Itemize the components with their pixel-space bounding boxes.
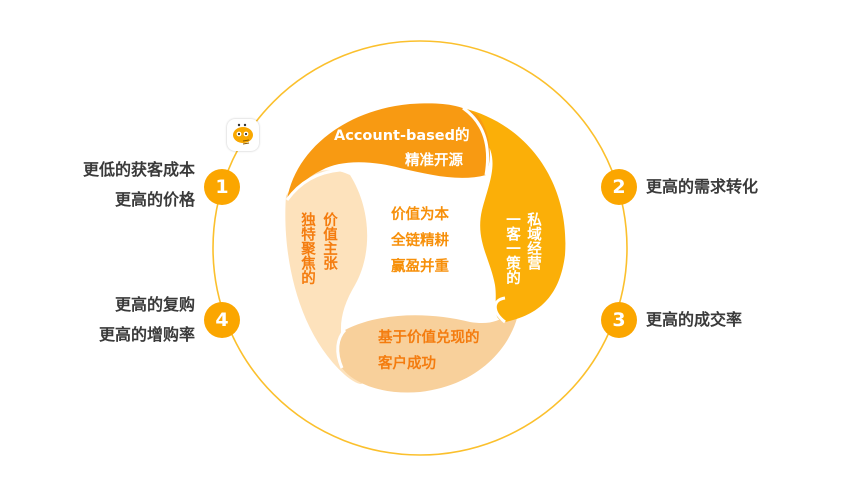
segment-right-col-1: 私域经营 (525, 212, 541, 270)
segment-top-line-1: Account-based的 (334, 128, 470, 144)
outer-item-4-text: 更高的复购 更高的增购率 (50, 290, 195, 350)
center-line-1: 价值为本 (391, 207, 449, 223)
outer-item-4-line-2: 更高的增购率 (98, 325, 195, 344)
segment-bottom-line-1: 基于价值兑现的 (378, 330, 480, 346)
segment-top-line-2: 精准开源 (405, 153, 463, 169)
badge-1: 1 (204, 169, 240, 205)
outer-ring (212, 40, 628, 456)
segment-left-col-2: 独特聚焦的 (299, 212, 315, 285)
segment-left (285, 170, 368, 385)
outer-item-1-line-2: 更高的价格 (114, 190, 195, 209)
center-line-3: 赢盈并重 (391, 259, 449, 275)
outer-item-1-text: 更低的获客成本 更高的价格 (50, 155, 195, 215)
outer-item-1-line-1: 更低的获客成本 (82, 160, 195, 179)
segment-right-col-2: 一客一策的 (504, 212, 520, 285)
badge-2: 2 (601, 169, 637, 205)
badge-4: 4 (204, 302, 240, 338)
outer-item-2-text: 更高的需求转化 (646, 172, 758, 202)
segment-right (463, 108, 566, 322)
outer-item-4-line-1: 更高的复购 (114, 295, 195, 314)
bee-mascot-icon (227, 119, 259, 151)
center-line-2: 全链精耕 (391, 233, 449, 249)
outer-item-2-line-1: 更高的需求转化 (646, 177, 759, 196)
segment-bottom (337, 304, 520, 393)
segment-left-col-1: 价值主张 (321, 212, 337, 270)
center-text: 价值为本 全链精耕 赢盈并重 (377, 202, 463, 280)
badge-3: 3 (601, 302, 637, 338)
outer-item-3-text: 更高的成交率 (646, 305, 742, 335)
segment-top (287, 103, 490, 200)
segment-bottom-line-2: 客户成功 (378, 356, 436, 372)
outer-item-3-line-1: 更高的成交率 (646, 310, 743, 329)
